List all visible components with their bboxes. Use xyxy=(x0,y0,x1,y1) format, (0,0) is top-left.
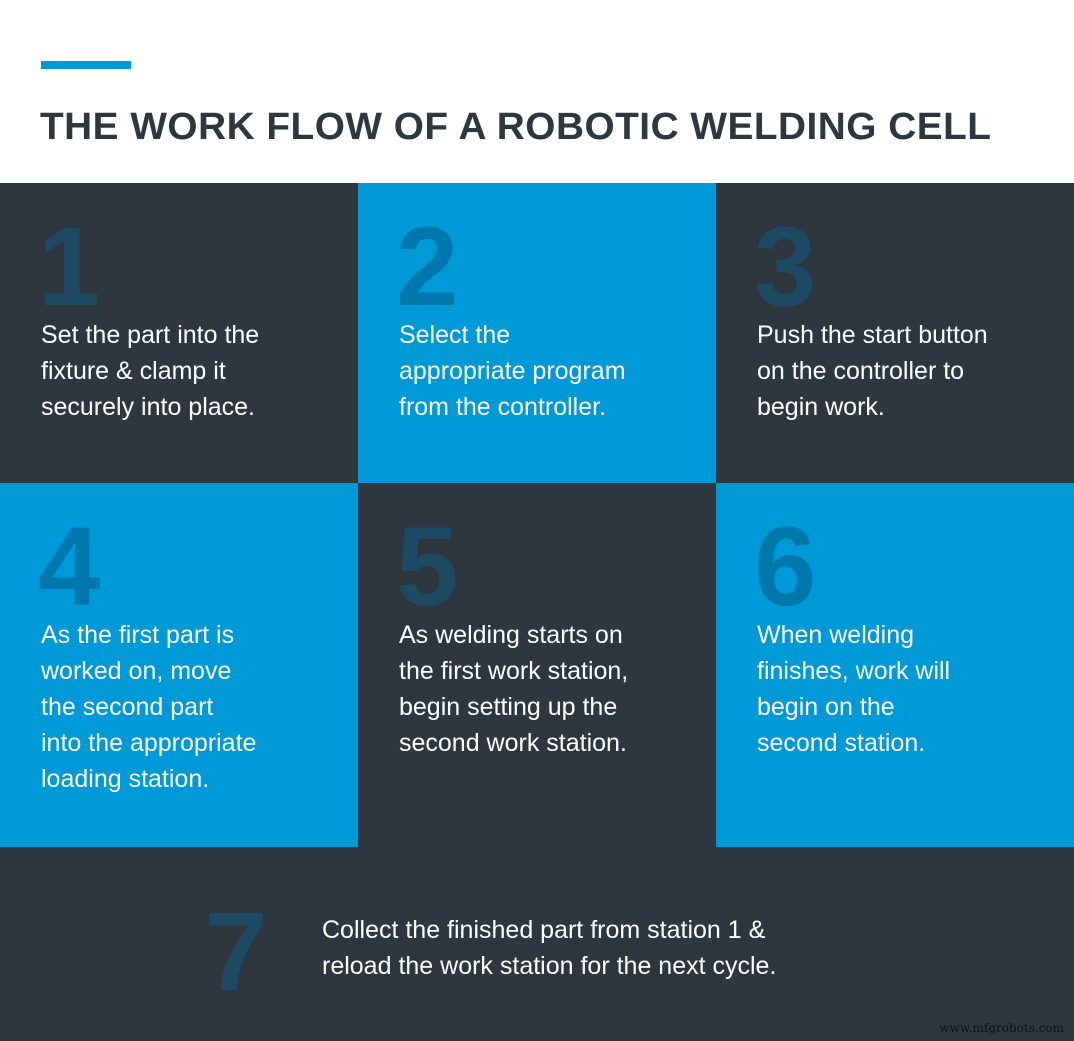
step-5: 5 As welding starts on the first work st… xyxy=(358,483,716,847)
step-number: 5 xyxy=(396,504,459,629)
step-1: 1 Set the part into the fixture & clamp … xyxy=(0,183,358,483)
step-4: 4 As the first part is worked on, move t… xyxy=(0,483,358,847)
step-text: As the first part is worked on, move the… xyxy=(41,621,257,793)
step-number: 4 xyxy=(38,504,101,629)
step-6: 6 When welding finishes, work will begin… xyxy=(716,483,1074,847)
step-3: 3 Push the start button on the controlle… xyxy=(716,183,1074,483)
accent-bar xyxy=(41,61,131,69)
step-text: Collect the finished part from station 1… xyxy=(322,916,777,980)
watermark: www.mfgrobots.com xyxy=(939,1021,1064,1035)
step-text: Select the appropriate program from the … xyxy=(399,321,626,421)
step-7: 7 Collect the finished part from station… xyxy=(0,847,1074,1041)
step-number: 1 xyxy=(38,204,101,329)
step-2: 2 Select the appropriate program from th… xyxy=(358,183,716,483)
step-number: 3 xyxy=(754,204,817,329)
step-number: 7 xyxy=(205,889,268,1014)
step-number: 6 xyxy=(754,504,817,629)
step-text: Push the start button on the controller … xyxy=(757,321,988,421)
step-text: When welding finishes, work will begin o… xyxy=(757,621,951,757)
page-title: THE WORK FLOW OF A ROBOTIC WELDING CELL xyxy=(40,106,992,148)
step-number: 2 xyxy=(396,204,459,329)
step-text: As welding starts on the first work stat… xyxy=(399,621,629,757)
step-text: Set the part into the fixture & clamp it… xyxy=(41,321,260,421)
